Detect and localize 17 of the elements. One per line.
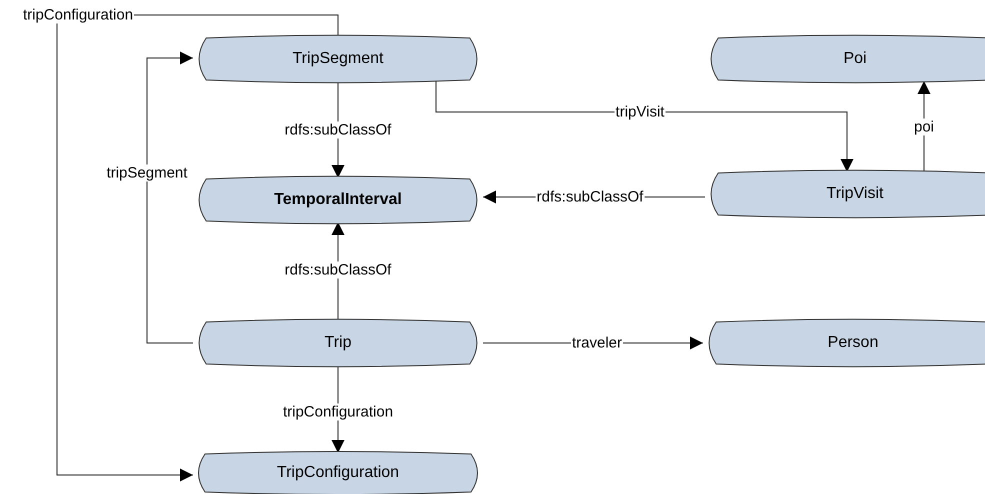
class-name: Person	[828, 334, 878, 352]
class-name: TripSegment	[292, 50, 384, 68]
edge-label: tripConfiguration	[22, 6, 134, 24]
edge-label: tripVisit	[614, 104, 666, 120]
edge-label: rdfs:subClassOf	[284, 122, 392, 138]
class-name: TripVisit	[826, 185, 884, 203]
edge-label: poi	[912, 118, 936, 136]
arrow	[146, 52, 194, 344]
arrow	[918, 80, 930, 172]
edge-label: rdfs:subClassOf	[284, 262, 392, 278]
class-name: TemporalInterval	[274, 191, 402, 209]
arrow	[56, 14, 338, 482]
edge-label: tripSegment	[106, 164, 188, 182]
class-name: Trip	[324, 334, 352, 352]
class-name: Poi	[843, 50, 867, 68]
edge-label: tripConfiguration	[282, 404, 394, 420]
class-name: TripConfiguration	[276, 464, 400, 482]
